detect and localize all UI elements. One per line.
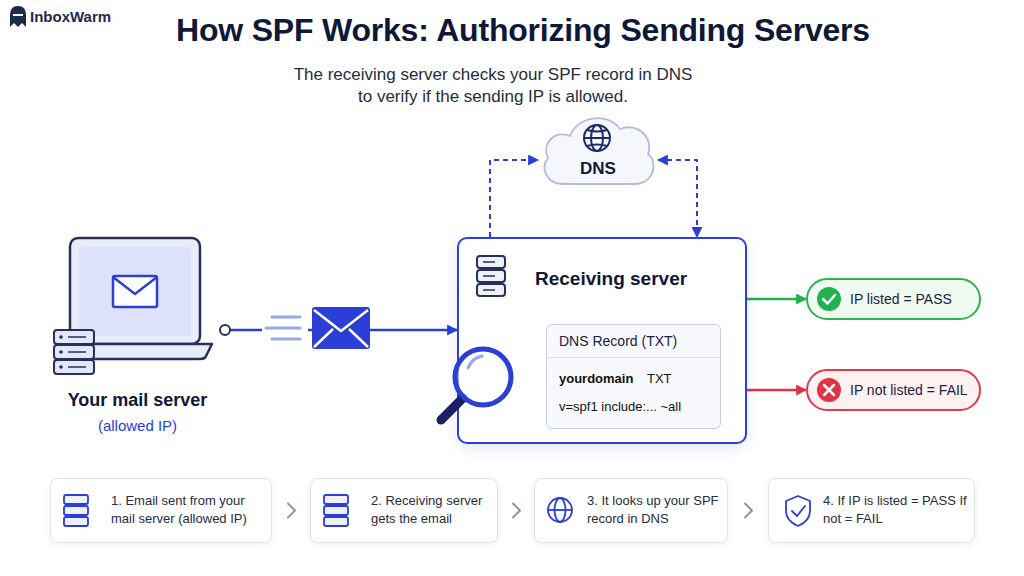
screen-envelope <box>113 276 157 307</box>
server-unit <box>54 360 94 374</box>
step-chevron <box>513 504 520 518</box>
result-text: IP not listed = FAIL <box>850 382 980 398</box>
flying-envelope <box>262 307 370 349</box>
logo-helmet <box>10 6 26 27</box>
laptop-illustration <box>54 238 230 374</box>
flow-arrow <box>225 329 457 332</box>
envelope-body <box>312 307 370 349</box>
logo-icon <box>10 6 26 27</box>
server-slots <box>68 337 86 367</box>
node-heading: Your mail server <box>50 390 225 411</box>
server-unit <box>54 345 94 359</box>
screen-envelope-flap <box>113 277 157 294</box>
dns-cloud: DNS <box>538 108 658 192</box>
step-text: 3. It looks up your SPF record in DNS <box>587 492 725 528</box>
envelope-flap <box>314 310 368 347</box>
dns-record-box: DNS Record (TXT) yourdomainTXT v=spf1 incl… <box>546 324 721 429</box>
cloud-shape <box>538 108 658 192</box>
step-card: 3. It looks up your SPF record in DNS <box>534 478 728 543</box>
laptop-base <box>58 344 212 359</box>
server-led <box>59 365 63 369</box>
fail-result-pill: IP not listed = FAIL <box>806 369 981 411</box>
step-text: 1. Email sent from your mail server (all… <box>111 492 263 528</box>
laptop-display <box>79 247 191 336</box>
step-text: 4. If IP is listed = PASS If not = FAIL <box>823 492 973 528</box>
flow-arrow <box>747 298 806 301</box>
node-subtext: (allowed IP) <box>50 417 225 434</box>
box-heading: Receiving server <box>535 268 735 290</box>
gap-mask <box>262 322 308 338</box>
connector-start-dot <box>220 325 230 335</box>
laptop-screen <box>70 238 200 344</box>
logo-visor <box>13 14 23 16</box>
speed-lines <box>266 317 300 339</box>
diagram-title: How SPF Works: Authorizing Sending Serve… <box>0 12 1024 49</box>
record-domain: yourdomain <box>559 371 649 386</box>
server-unit <box>54 330 94 344</box>
mail-server-node: Your mail server (allowed IP) <box>50 220 225 440</box>
result-text: IP listed = PASS <box>850 291 980 307</box>
record-heading: DNS Record (TXT) <box>547 325 720 358</box>
dns-lookup-arrow <box>490 160 538 237</box>
record-type: TXT <box>647 371 707 386</box>
brand-name: InboxWarm <box>30 8 111 25</box>
dns-lookup-arrow <box>658 160 697 237</box>
step-card: 2. Receiving server gets the email <box>310 478 498 543</box>
flow-arrow <box>747 389 806 392</box>
step-card: 1. Email sent from your mail server (all… <box>50 478 272 543</box>
record-value: v=spf1 include:... ~all <box>559 399 719 414</box>
server-stack-icon <box>54 330 94 374</box>
server-led <box>59 335 63 339</box>
step-chevron <box>745 504 752 518</box>
step-text: 2. Receiving server gets the email <box>371 492 493 528</box>
step-chevron <box>288 504 295 518</box>
diagram-subtitle: The receiving server checks your SPF rec… <box>288 64 698 108</box>
receiving-server-box: Receiving serverDNS Record (TXT) yourdoma… <box>457 237 747 444</box>
pass-result-pill: IP listed = PASS <box>806 278 981 320</box>
cloud-label: DNS <box>538 159 658 179</box>
step-card: 4. If IP is listed = PASS If not = FAIL <box>768 478 975 543</box>
server-led <box>59 350 63 354</box>
